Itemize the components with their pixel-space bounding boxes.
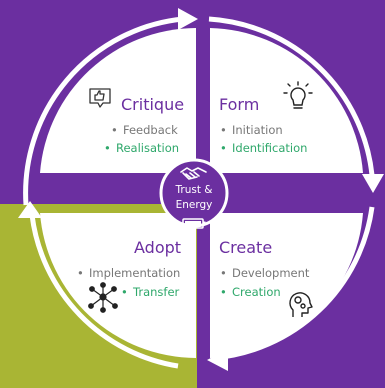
center-label-line1: Trust & [175,184,213,196]
lightbulb-icon [283,81,313,109]
quadrant-critique [40,28,196,173]
arrow-right-icon [362,174,384,193]
quadrant-title-adopt: Adopt [134,238,182,257]
form-item-2: •Identification [220,141,308,155]
arrow-left-icon [18,201,42,218]
quadrant-title-critique: Critique [121,95,185,114]
quadrant-adopt [40,213,196,358]
arrow-top-icon [178,8,198,30]
center-label-line2: Energy [175,199,213,211]
battery-icon [182,218,206,229]
head-gears-icon [289,292,313,317]
quadrant-title-create: Create [219,238,273,257]
handshake-icon [180,167,207,180]
critique-item-2: •Realisation [104,141,180,155]
feedback-thumbs-up-icon [89,88,111,108]
network-people-icon [88,282,118,313]
create-item-1: •Development [220,266,310,280]
adopt-item-2: •Transfer [121,285,180,299]
quadrant-title-form: Form [219,95,260,114]
quadrant-create [210,213,363,358]
quadrant-form [210,28,363,173]
adopt-item-1: •Implementation [77,266,181,280]
form-item-1: •Initiation [220,123,283,137]
center-label: Trust & Energy [163,183,225,213]
critique-item-1: •Feedback [111,123,178,137]
create-item-2: •Creation [220,285,281,299]
